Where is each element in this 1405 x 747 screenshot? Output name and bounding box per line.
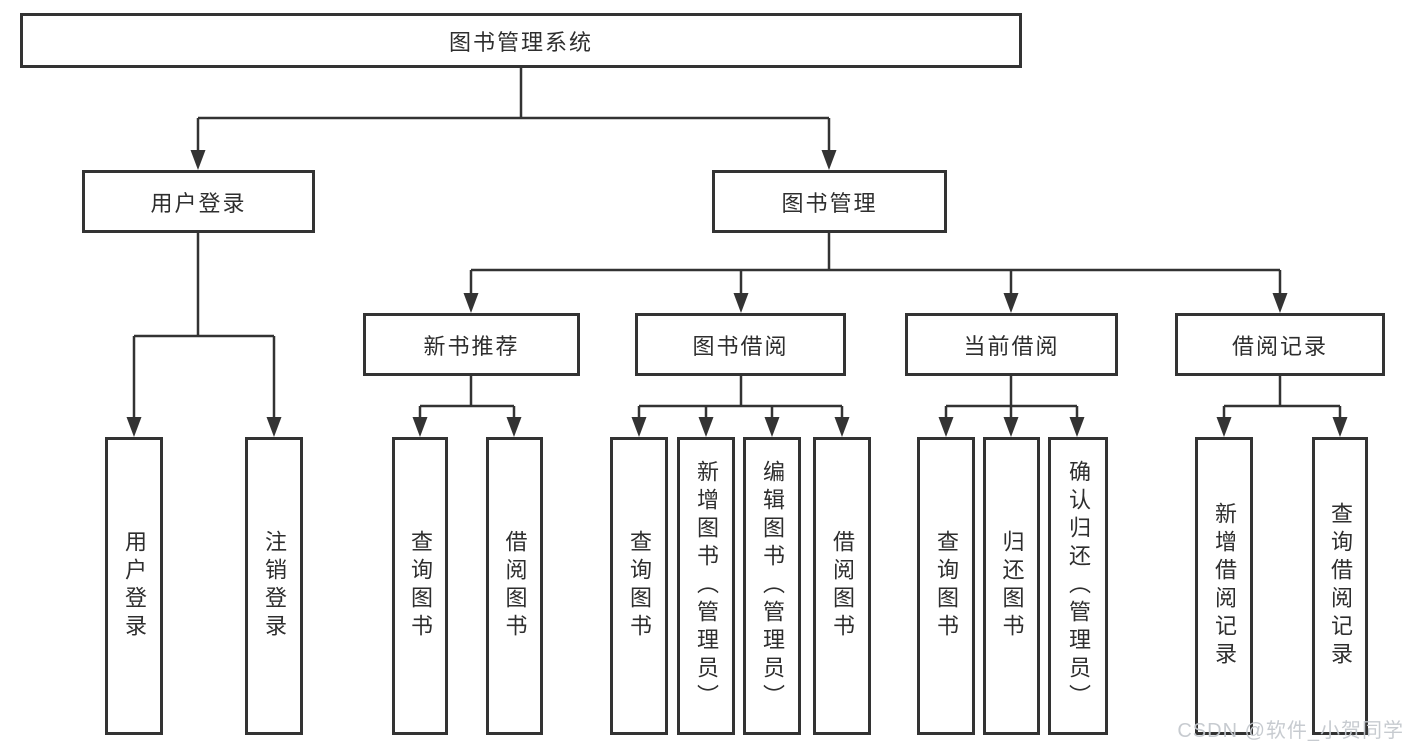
arrowhead-icon — [733, 293, 749, 313]
node-borrow-records-label: 借阅记录 — [1231, 333, 1328, 359]
leaf-confirm-return-admin-label: 确认归还（管理员） — [1066, 460, 1091, 712]
node-new-book-recommend-label: 新书推荐 — [423, 333, 520, 359]
node-book-borrow: 图书借阅 — [635, 313, 846, 376]
arrowhead-icon — [631, 417, 647, 437]
leaf-edit-books-admin-label: 编辑图书（管理员） — [760, 460, 785, 712]
leaf-add-borrow-record: 新增借阅记录 — [1195, 437, 1253, 735]
leaf-edit-books-admin: 编辑图书（管理员） — [743, 437, 801, 735]
node-book-borrow-label: 图书借阅 — [692, 333, 789, 359]
leaf-return-books-label: 归还图书 — [999, 530, 1025, 642]
leaf-query-books-1-label: 查询图书 — [408, 530, 433, 642]
arrowhead-icon — [412, 417, 428, 437]
node-current-borrow: 当前借阅 — [905, 313, 1118, 376]
leaf-add-borrow-record-label: 新增借阅记录 — [1212, 502, 1237, 670]
leaf-return-books: 归还图书 — [983, 437, 1040, 735]
leaf-query-books-3-label: 查询图书 — [934, 530, 959, 642]
leaf-user-login-label: 用户登录 — [122, 530, 147, 642]
leaf-borrow-books-1: 借阅图书 — [486, 437, 543, 735]
arrowhead-icon — [1069, 417, 1085, 437]
leaf-borrow-books-2: 借阅图书 — [813, 437, 871, 735]
leaf-borrow-books-2-label: 借阅图书 — [830, 530, 855, 642]
node-borrow-records: 借阅记录 — [1175, 313, 1385, 376]
node-user-login-label: 用户登录 — [150, 190, 247, 216]
arrowhead-icon — [1003, 293, 1019, 313]
leaf-query-books-1: 查询图书 — [392, 437, 448, 735]
arrowhead-icon — [266, 417, 282, 437]
arrowhead-icon — [698, 417, 714, 437]
leaf-query-borrow-record: 查询借阅记录 — [1312, 437, 1368, 735]
leaf-add-books-admin-label: 新增图书（管理员） — [694, 460, 719, 712]
arrowhead-icon — [1332, 417, 1348, 437]
arrowhead-icon — [190, 150, 206, 170]
leaf-query-books-2: 查询图书 — [610, 437, 668, 735]
arrowhead-icon — [1272, 293, 1288, 313]
node-book-management: 图书管理 — [712, 170, 947, 233]
node-root: 图书管理系统 — [20, 13, 1022, 68]
arrowhead-icon — [463, 293, 479, 313]
arrowhead-icon — [126, 417, 142, 437]
arrowhead-icon — [938, 417, 954, 437]
arrowhead-icon — [1003, 417, 1019, 437]
node-user-login: 用户登录 — [82, 170, 315, 233]
leaf-query-books-3: 查询图书 — [917, 437, 975, 735]
node-root-label: 图书管理系统 — [448, 29, 593, 55]
leaf-logout: 注销登录 — [245, 437, 303, 735]
node-book-management-label: 图书管理 — [781, 190, 878, 216]
leaf-query-borrow-record-label: 查询借阅记录 — [1328, 502, 1353, 670]
arrowhead-icon — [764, 417, 780, 437]
leaf-confirm-return-admin: 确认归还（管理员） — [1048, 437, 1108, 735]
leaf-user-login: 用户登录 — [105, 437, 163, 735]
arrowhead-icon — [1216, 417, 1232, 437]
arrowhead-icon — [821, 150, 837, 170]
leaf-add-books-admin: 新增图书（管理员） — [677, 437, 735, 735]
arrowhead-icon — [506, 417, 522, 437]
node-current-borrow-label: 当前借阅 — [963, 333, 1060, 359]
arrowhead-icon — [834, 417, 850, 437]
leaf-borrow-books-1-label: 借阅图书 — [502, 530, 528, 642]
leaf-query-books-2-label: 查询图书 — [627, 530, 652, 642]
node-new-book-recommend: 新书推荐 — [363, 313, 580, 376]
leaf-logout-label: 注销登录 — [262, 530, 287, 642]
csdn-watermark: CSDN @软件_小贺同学 — [1177, 720, 1404, 742]
